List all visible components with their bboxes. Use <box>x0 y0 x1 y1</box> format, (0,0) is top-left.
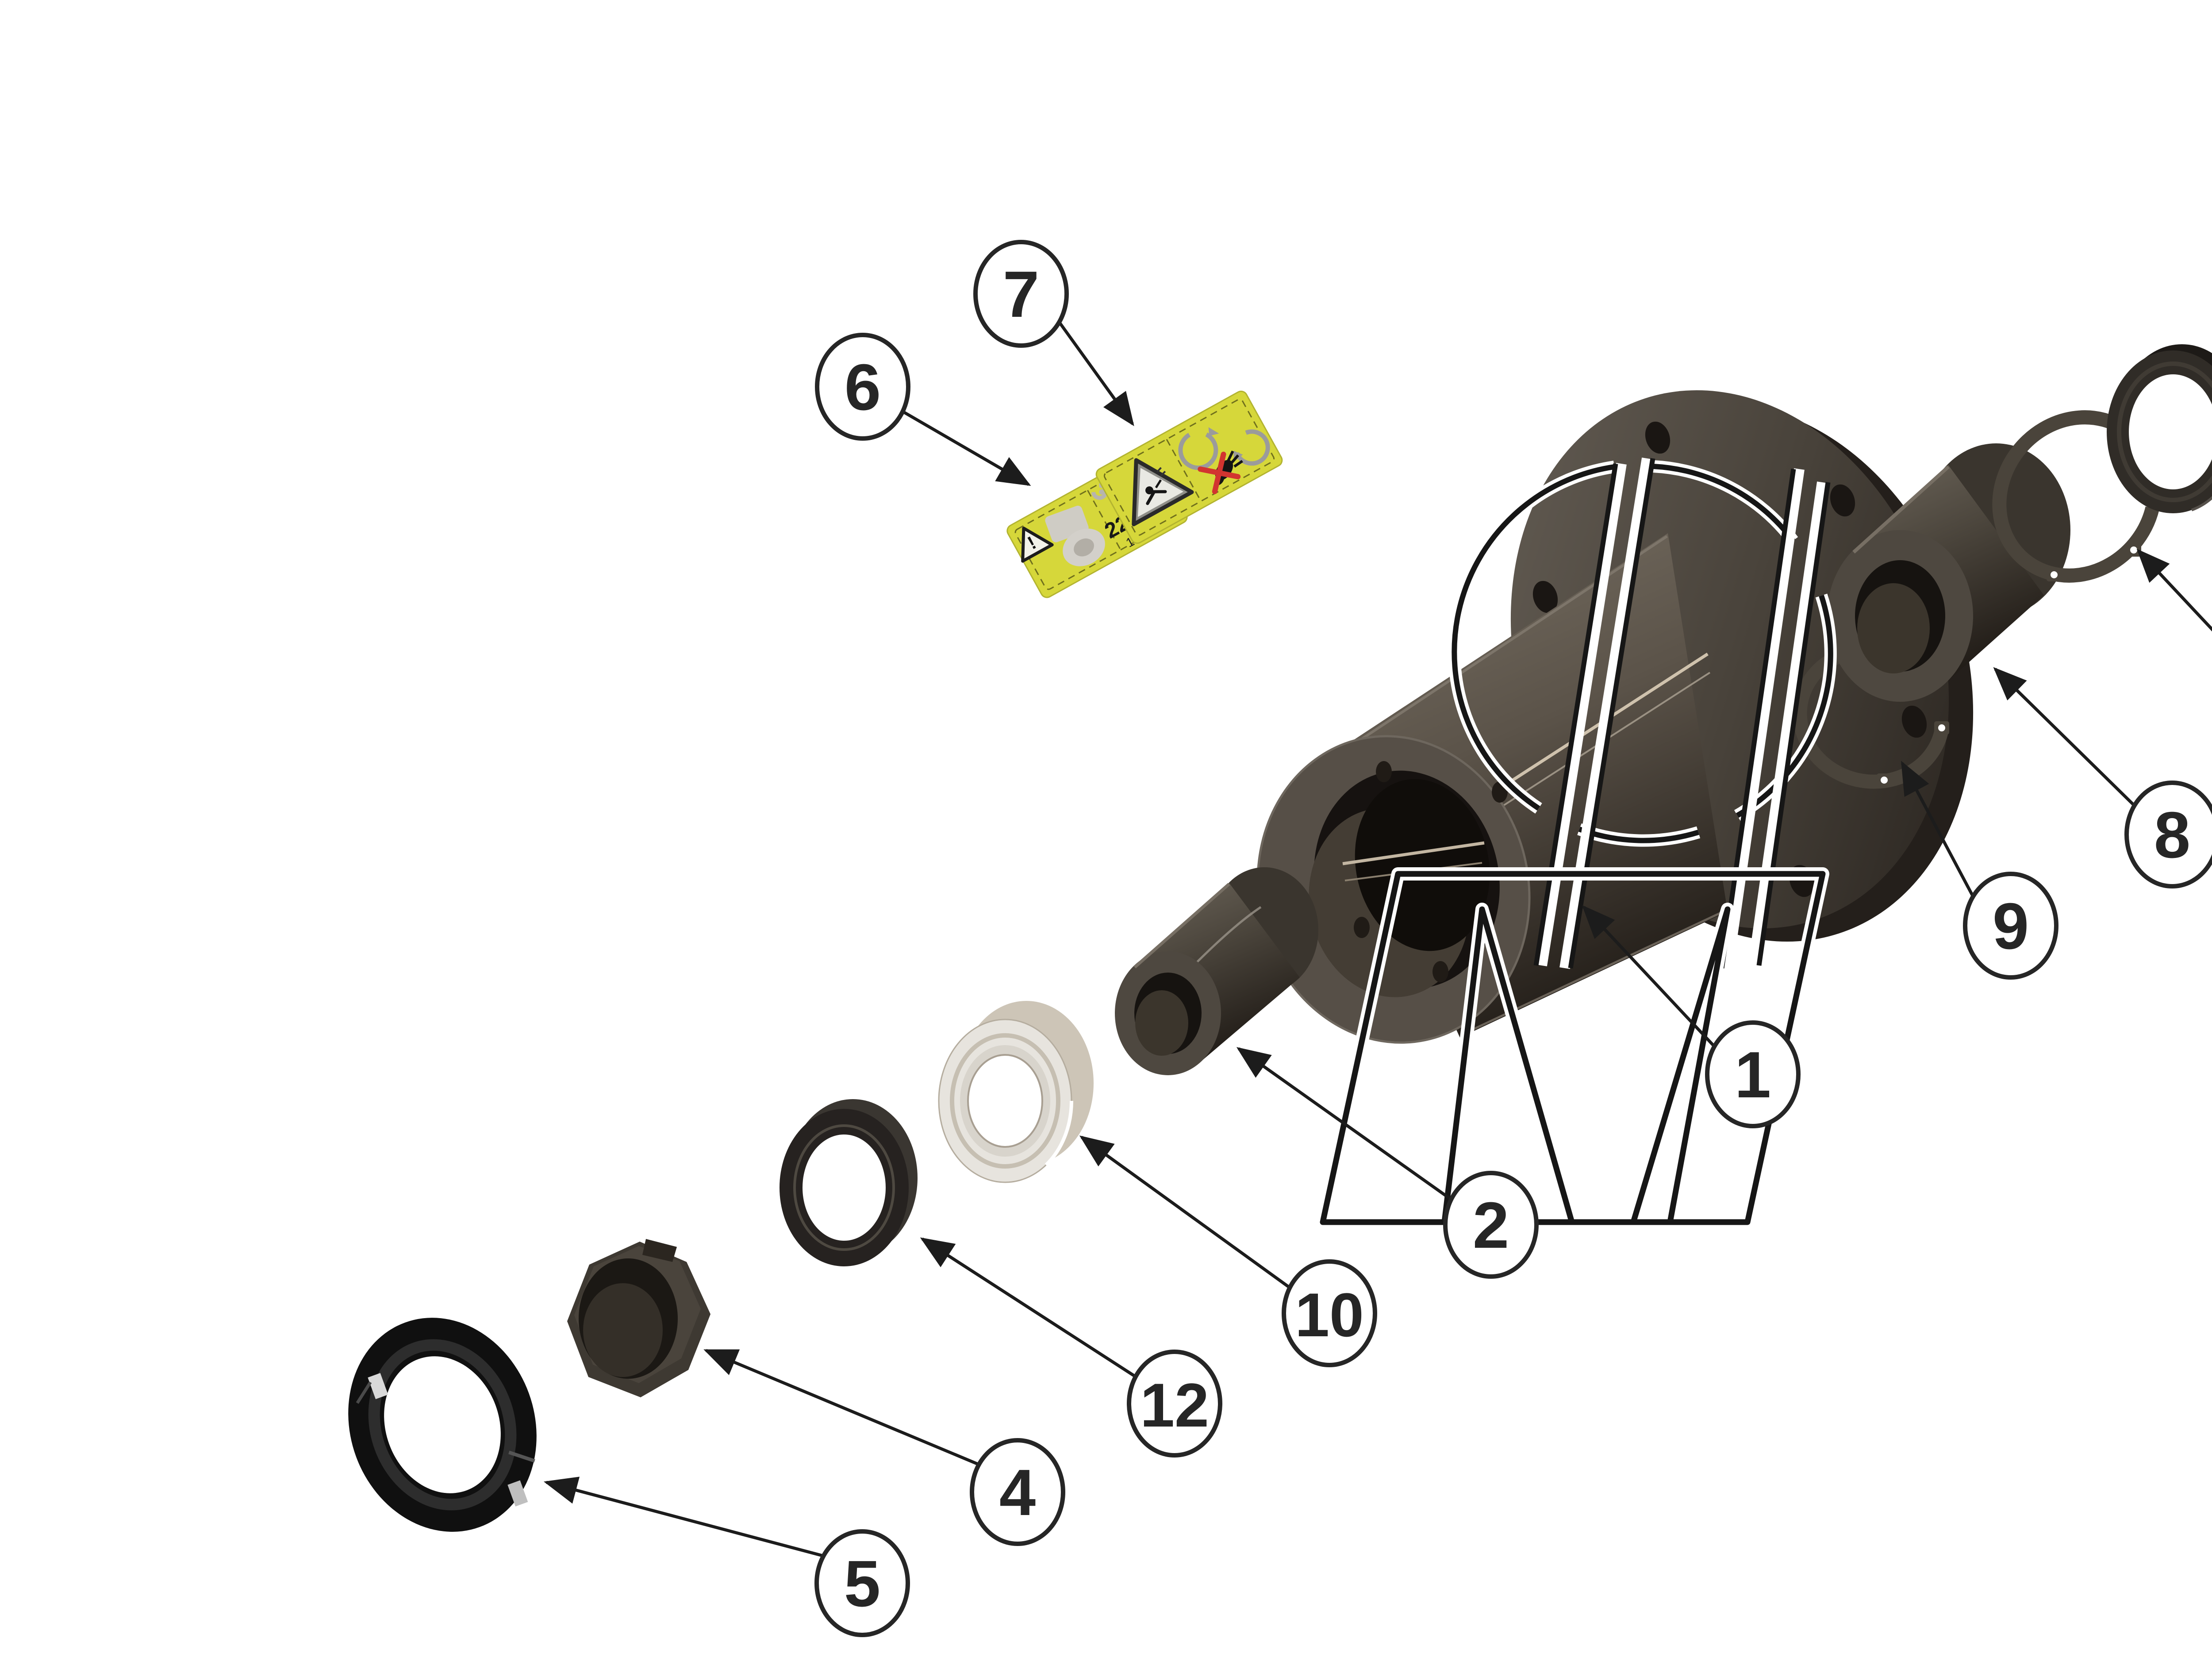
spacer-bushing-small <box>1115 867 1318 1075</box>
hub-front-rim-holes <box>1354 761 1508 982</box>
bushing-small-bore-wall <box>1135 990 1188 1056</box>
seal-ring <box>780 1099 918 1266</box>
hub-bore-highlight-1 <box>1342 841 1485 865</box>
ring-nut-hole <box>384 1356 501 1493</box>
leader-line-4 <box>703 1349 982 1467</box>
callout-8: 8 <box>2124 781 2212 888</box>
hex-nut <box>567 1239 710 1397</box>
svg-text:6: 6 <box>845 351 881 424</box>
svg-text:7: 7 <box>1003 258 1039 331</box>
no-hand-contact-icon <box>1198 450 1243 494</box>
bushing-large-bore-wall <box>1857 583 1930 673</box>
svg-text:12: 12 <box>1140 1370 1209 1440</box>
leader-line-6 <box>900 409 1031 486</box>
red-cross-stroke-2 <box>1212 451 1226 494</box>
leader-lines <box>543 318 2212 1558</box>
callout-6: 6 <box>815 333 910 441</box>
rotation-label-dashed-border <box>1103 399 1275 536</box>
ring-nut-slot-1 <box>368 1373 388 1400</box>
ring-nut-highlight-2 <box>356 1381 372 1404</box>
leader-line-12 <box>920 1237 1137 1378</box>
svg-text:8: 8 <box>2154 799 2190 872</box>
seal-ring-bevel <box>793 1124 895 1251</box>
hex-nut-notch <box>642 1239 677 1262</box>
bearing-highlight <box>937 1018 1073 1184</box>
svg-text:9: 9 <box>1993 890 2029 963</box>
bushing-small-sheen <box>1194 906 1262 965</box>
leader-line-2 <box>1236 1047 1453 1201</box>
thrust-ring <box>2105 344 2212 515</box>
thrust-ring-hole <box>2129 374 2212 489</box>
svg-text:4: 4 <box>999 1456 1036 1529</box>
hub <box>1256 390 1974 1044</box>
leader-line-8 <box>1993 667 2137 808</box>
leader-line-7 <box>1056 318 1134 427</box>
ring-nut-highlight-1 <box>508 1450 535 1463</box>
callout-4: 4 <box>970 1438 1065 1546</box>
hub-barrel-top-edge <box>1333 535 1668 759</box>
callout-1: 1 <box>1705 1020 1801 1128</box>
hex-nut-bore-wall <box>583 1283 663 1377</box>
svg-text:10: 10 <box>1295 1280 1364 1350</box>
leader-line-1 <box>1582 905 1717 1049</box>
svg-text:5: 5 <box>844 1547 880 1620</box>
ring-nut-inner-wall <box>368 1339 517 1511</box>
circlip-upper <box>1992 410 2162 583</box>
falling-person-glyph <box>1145 467 1167 505</box>
callout-10: 10 <box>1282 1259 1377 1367</box>
bushing-large-highlight <box>1852 465 1950 554</box>
leader-line-9-lower <box>1901 761 1976 900</box>
bearing <box>937 1001 1094 1184</box>
warning-triangle-icon <box>1021 527 1054 563</box>
callouts: 7 6 3 11 9 8 9 1 <box>814 240 2212 1637</box>
seal-ring-hole <box>803 1135 886 1241</box>
callout-5: 5 <box>814 1529 910 1637</box>
bushing-small-highlight <box>1133 883 1230 969</box>
svg-text:1: 1 <box>1735 1038 1771 1111</box>
leader-line-5 <box>543 1477 823 1558</box>
bearing-bore <box>967 1054 1043 1148</box>
callout-12: 12 <box>1127 1350 1222 1458</box>
callout-7: 7 <box>973 240 1069 348</box>
ring-nut-slot-2 <box>507 1480 528 1507</box>
leader-line-10 <box>1079 1135 1292 1290</box>
ring-nut-icon-bore <box>1074 538 1094 557</box>
thrust-ring-bevel <box>2117 362 2212 502</box>
bearing-groove <box>950 1033 1060 1169</box>
callout-2: 2 <box>1443 1171 1539 1279</box>
slotted-ring-nut <box>348 1318 537 1532</box>
warning-label-rotation <box>1095 390 1283 544</box>
logo-slashes <box>1533 458 1831 969</box>
callout-9-lower: 9 <box>1963 872 2058 980</box>
svg-text:2: 2 <box>1473 1189 1509 1262</box>
leader-line-9-upper <box>2136 549 2212 632</box>
